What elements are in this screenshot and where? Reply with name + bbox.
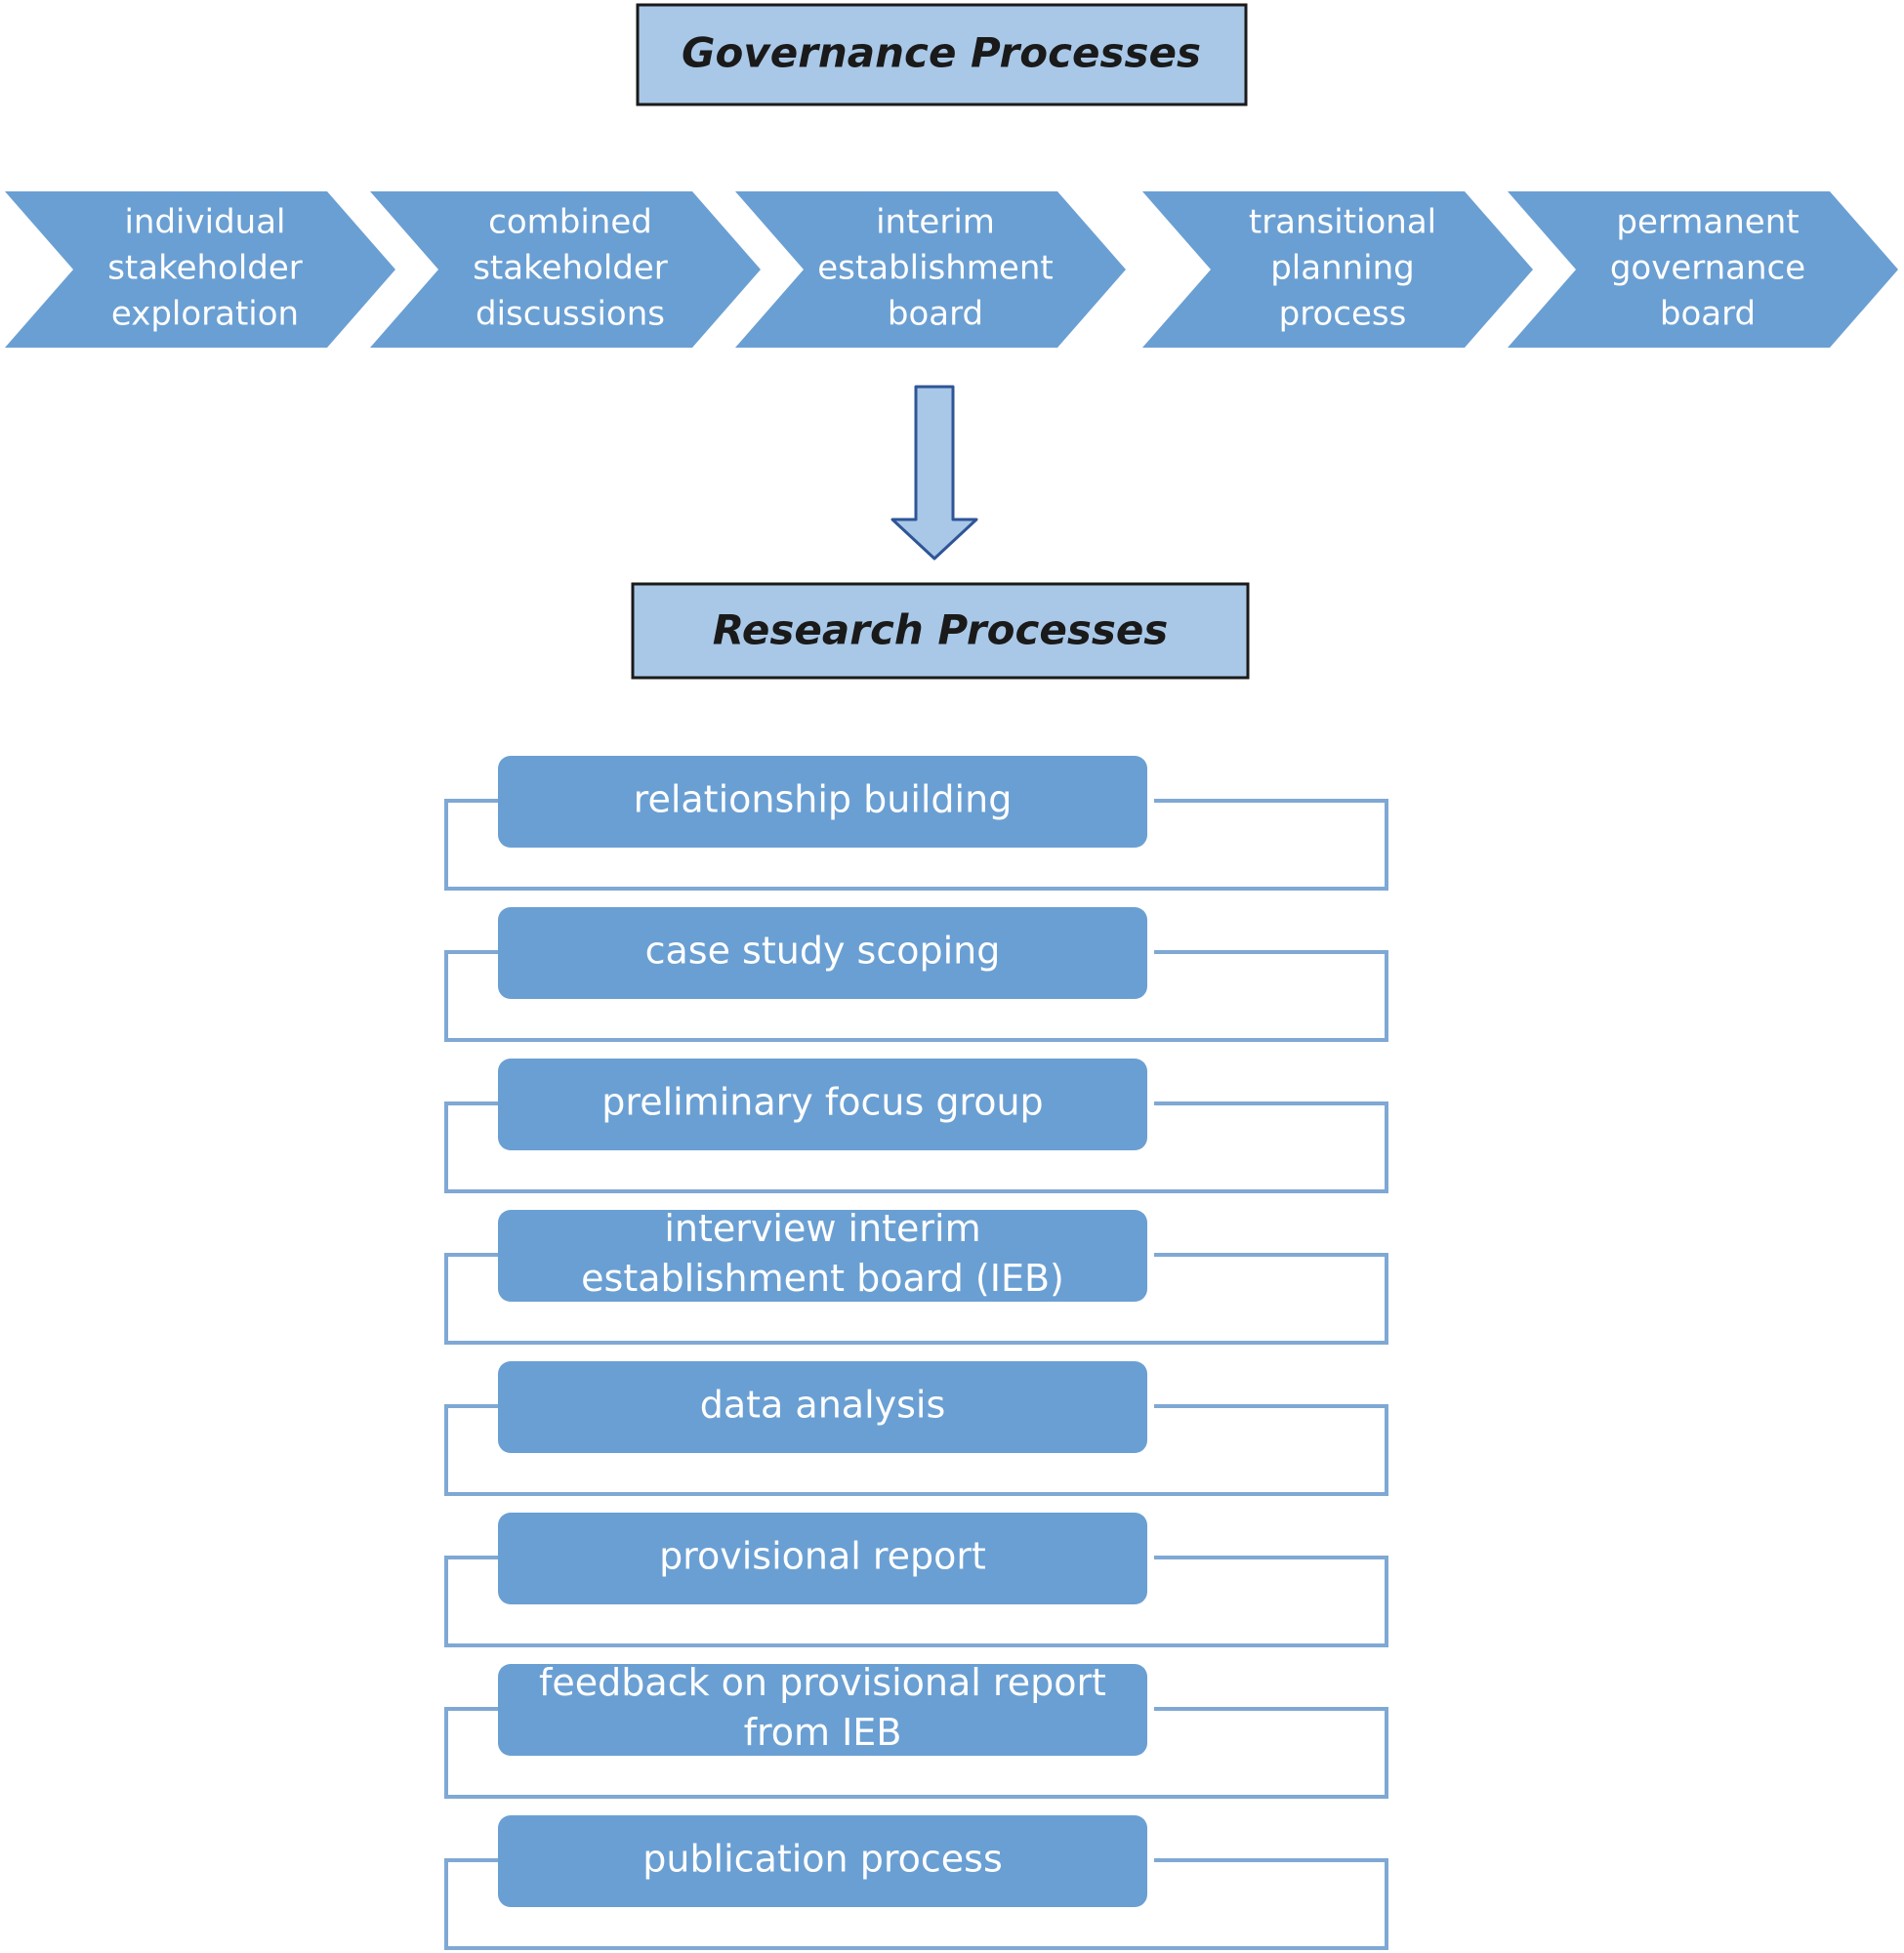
- governance-stage-label: stakeholder: [107, 249, 303, 288]
- governance-stages: individual stakeholder exploration combined…: [5, 191, 1898, 348]
- research-step-label: data analysis: [700, 1384, 946, 1427]
- governance-stage-label: transitional: [1249, 203, 1436, 242]
- down-arrow-icon: [890, 385, 978, 561]
- chevron-shape: [735, 191, 1126, 348]
- research-step: provisional report: [444, 1513, 1388, 1647]
- down-arrow-shape: [890, 385, 978, 561]
- research-step: relationship building: [444, 756, 1388, 891]
- step-box: [498, 907, 1147, 999]
- research-step-label: establishment board (IEB): [581, 1257, 1064, 1300]
- step-box: [498, 1815, 1147, 1907]
- research-steps: relationship building case study scoping p…: [444, 756, 1388, 1950]
- step-box: [498, 756, 1147, 848]
- step-bracket: [444, 1556, 1388, 1647]
- step-bracket: [444, 950, 1388, 1042]
- research-step: interview interim establishment board (IE…: [444, 1207, 1388, 1345]
- governance-title: Governance Processes: [682, 29, 1201, 77]
- research-step: publication process: [444, 1815, 1388, 1950]
- chevron-shape: [1142, 191, 1533, 348]
- step-box: [498, 1513, 1147, 1604]
- governance-stage: permanent governance board: [1508, 191, 1898, 348]
- step-box: [498, 1361, 1147, 1453]
- research-header: Research Processes: [631, 582, 1250, 680]
- research-step-label: provisional report: [659, 1535, 986, 1578]
- governance-stage-label: planning: [1270, 249, 1415, 288]
- research-step-label: from IEB: [744, 1711, 902, 1754]
- step-bracket: [444, 799, 1388, 891]
- research-step: data analysis: [444, 1361, 1388, 1496]
- governance-stage-label: exploration: [111, 295, 299, 334]
- research-title: Research Processes: [713, 606, 1169, 654]
- governance-stage-label: stakeholder: [473, 249, 668, 288]
- step-box: [498, 1059, 1147, 1150]
- governance-stage: combined stakeholder discussions: [370, 191, 761, 348]
- research-header-box: [631, 582, 1250, 680]
- governance-header: Governance Processes: [636, 3, 1248, 106]
- governance-stage-label: governance: [1610, 249, 1805, 288]
- research-step-label: interview interim: [664, 1207, 980, 1250]
- governance-stage-label: discussions: [476, 295, 665, 334]
- research-step-label: preliminary focus group: [601, 1081, 1043, 1124]
- governance-stage: individual stakeholder exploration: [5, 191, 395, 348]
- research-step-label: feedback on provisional report: [539, 1661, 1106, 1704]
- step-bracket: [444, 1101, 1388, 1193]
- governance-stage-label: establishment: [817, 249, 1053, 288]
- governance-header-box: [636, 3, 1248, 106]
- research-step-label: relationship building: [634, 778, 1013, 821]
- governance-stage-label: individual: [124, 203, 285, 242]
- governance-stage-label: interim: [876, 203, 995, 242]
- step-box: [498, 1210, 1147, 1302]
- step-bracket: [444, 1858, 1388, 1950]
- research-step: feedback on provisional report from IEB: [444, 1661, 1388, 1799]
- step-bracket: [444, 1404, 1388, 1496]
- governance-stage: interim establishment board: [735, 191, 1126, 348]
- governance-stage-label: combined: [488, 203, 652, 242]
- research-step-label: publication process: [642, 1838, 1003, 1881]
- research-step-label: case study scoping: [645, 930, 1001, 973]
- step-box: [498, 1664, 1147, 1756]
- governance-stage: transitional planning process: [1142, 191, 1533, 348]
- governance-stage-label: process: [1279, 295, 1407, 334]
- governance-stage-label: board: [888, 295, 983, 334]
- chevron-shape: [370, 191, 761, 348]
- research-step: preliminary focus group: [444, 1059, 1388, 1193]
- chevron-shape: [5, 191, 395, 348]
- step-bracket: [444, 1253, 1388, 1345]
- chevron-shape: [1508, 191, 1898, 348]
- step-bracket: [444, 1707, 1388, 1799]
- governance-stage-label: board: [1660, 295, 1756, 334]
- research-step: case study scoping: [444, 907, 1388, 1042]
- governance-stage-label: permanent: [1616, 203, 1799, 242]
